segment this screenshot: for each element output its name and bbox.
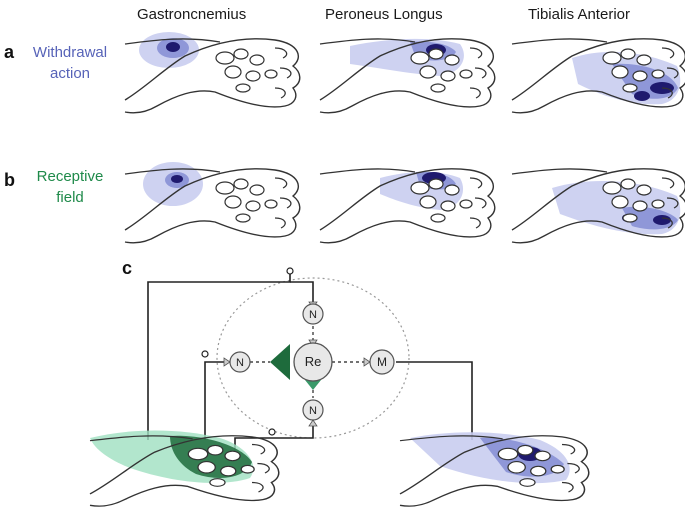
efferent-line-motor [396,361,473,440]
node-motor: M [369,349,395,375]
panel-letter-a: a [4,42,15,62]
column-header-gastrocnemius: Gastroncnemius [137,6,247,23]
node-n-left-label: N [236,357,244,369]
panel-letter-b: b [4,170,15,190]
row-label-line: Withdrawal [32,44,108,61]
paw-receptive-tibialis-anterior [511,168,685,244]
paw-sensory-input [89,430,280,507]
row-label-line: Receptive [36,168,104,185]
paw-motor-output [399,432,590,507]
paw-withdrawal-tibialis-anterior [511,38,685,114]
synapse-bottom [268,428,276,436]
node-n-top: N [302,303,324,325]
paw-withdrawal-gastrocnemius [124,32,301,114]
afferent-line-top [147,272,291,440]
panel-letter-c: c [122,258,133,278]
synapse-left [201,350,209,358]
node-relay: Re [293,342,333,382]
node-n-bottom-label: N [309,405,317,417]
row-label-receptive-field: Receptive field [28,166,112,208]
node-n-left: N [229,351,251,373]
paw-receptive-peroneus-longus [319,168,496,244]
node-n-bottom: N [302,399,324,421]
row-label-withdrawal-action: Withdrawal action [28,42,112,84]
node-n-top-label: N [309,309,317,321]
paw-receptive-gastrocnemius [124,162,301,244]
synapse-top [286,267,294,275]
inhibitory-triangle-large [270,344,290,380]
circuit-boundary [216,277,410,439]
node-relay-label: Re [305,354,322,369]
afferent-line-left [204,361,228,440]
column-header-peroneus-longus: Peroneus Longus [325,6,443,23]
row-label-line: action [49,65,91,82]
row-label-line: field [56,189,84,206]
node-motor-label: M [377,355,387,369]
paw-withdrawal-peroneus-longus [319,38,496,114]
inhibitory-triangle-small [305,380,321,390]
column-header-tibialis-anterior: Tibialis Anterior [528,6,630,23]
